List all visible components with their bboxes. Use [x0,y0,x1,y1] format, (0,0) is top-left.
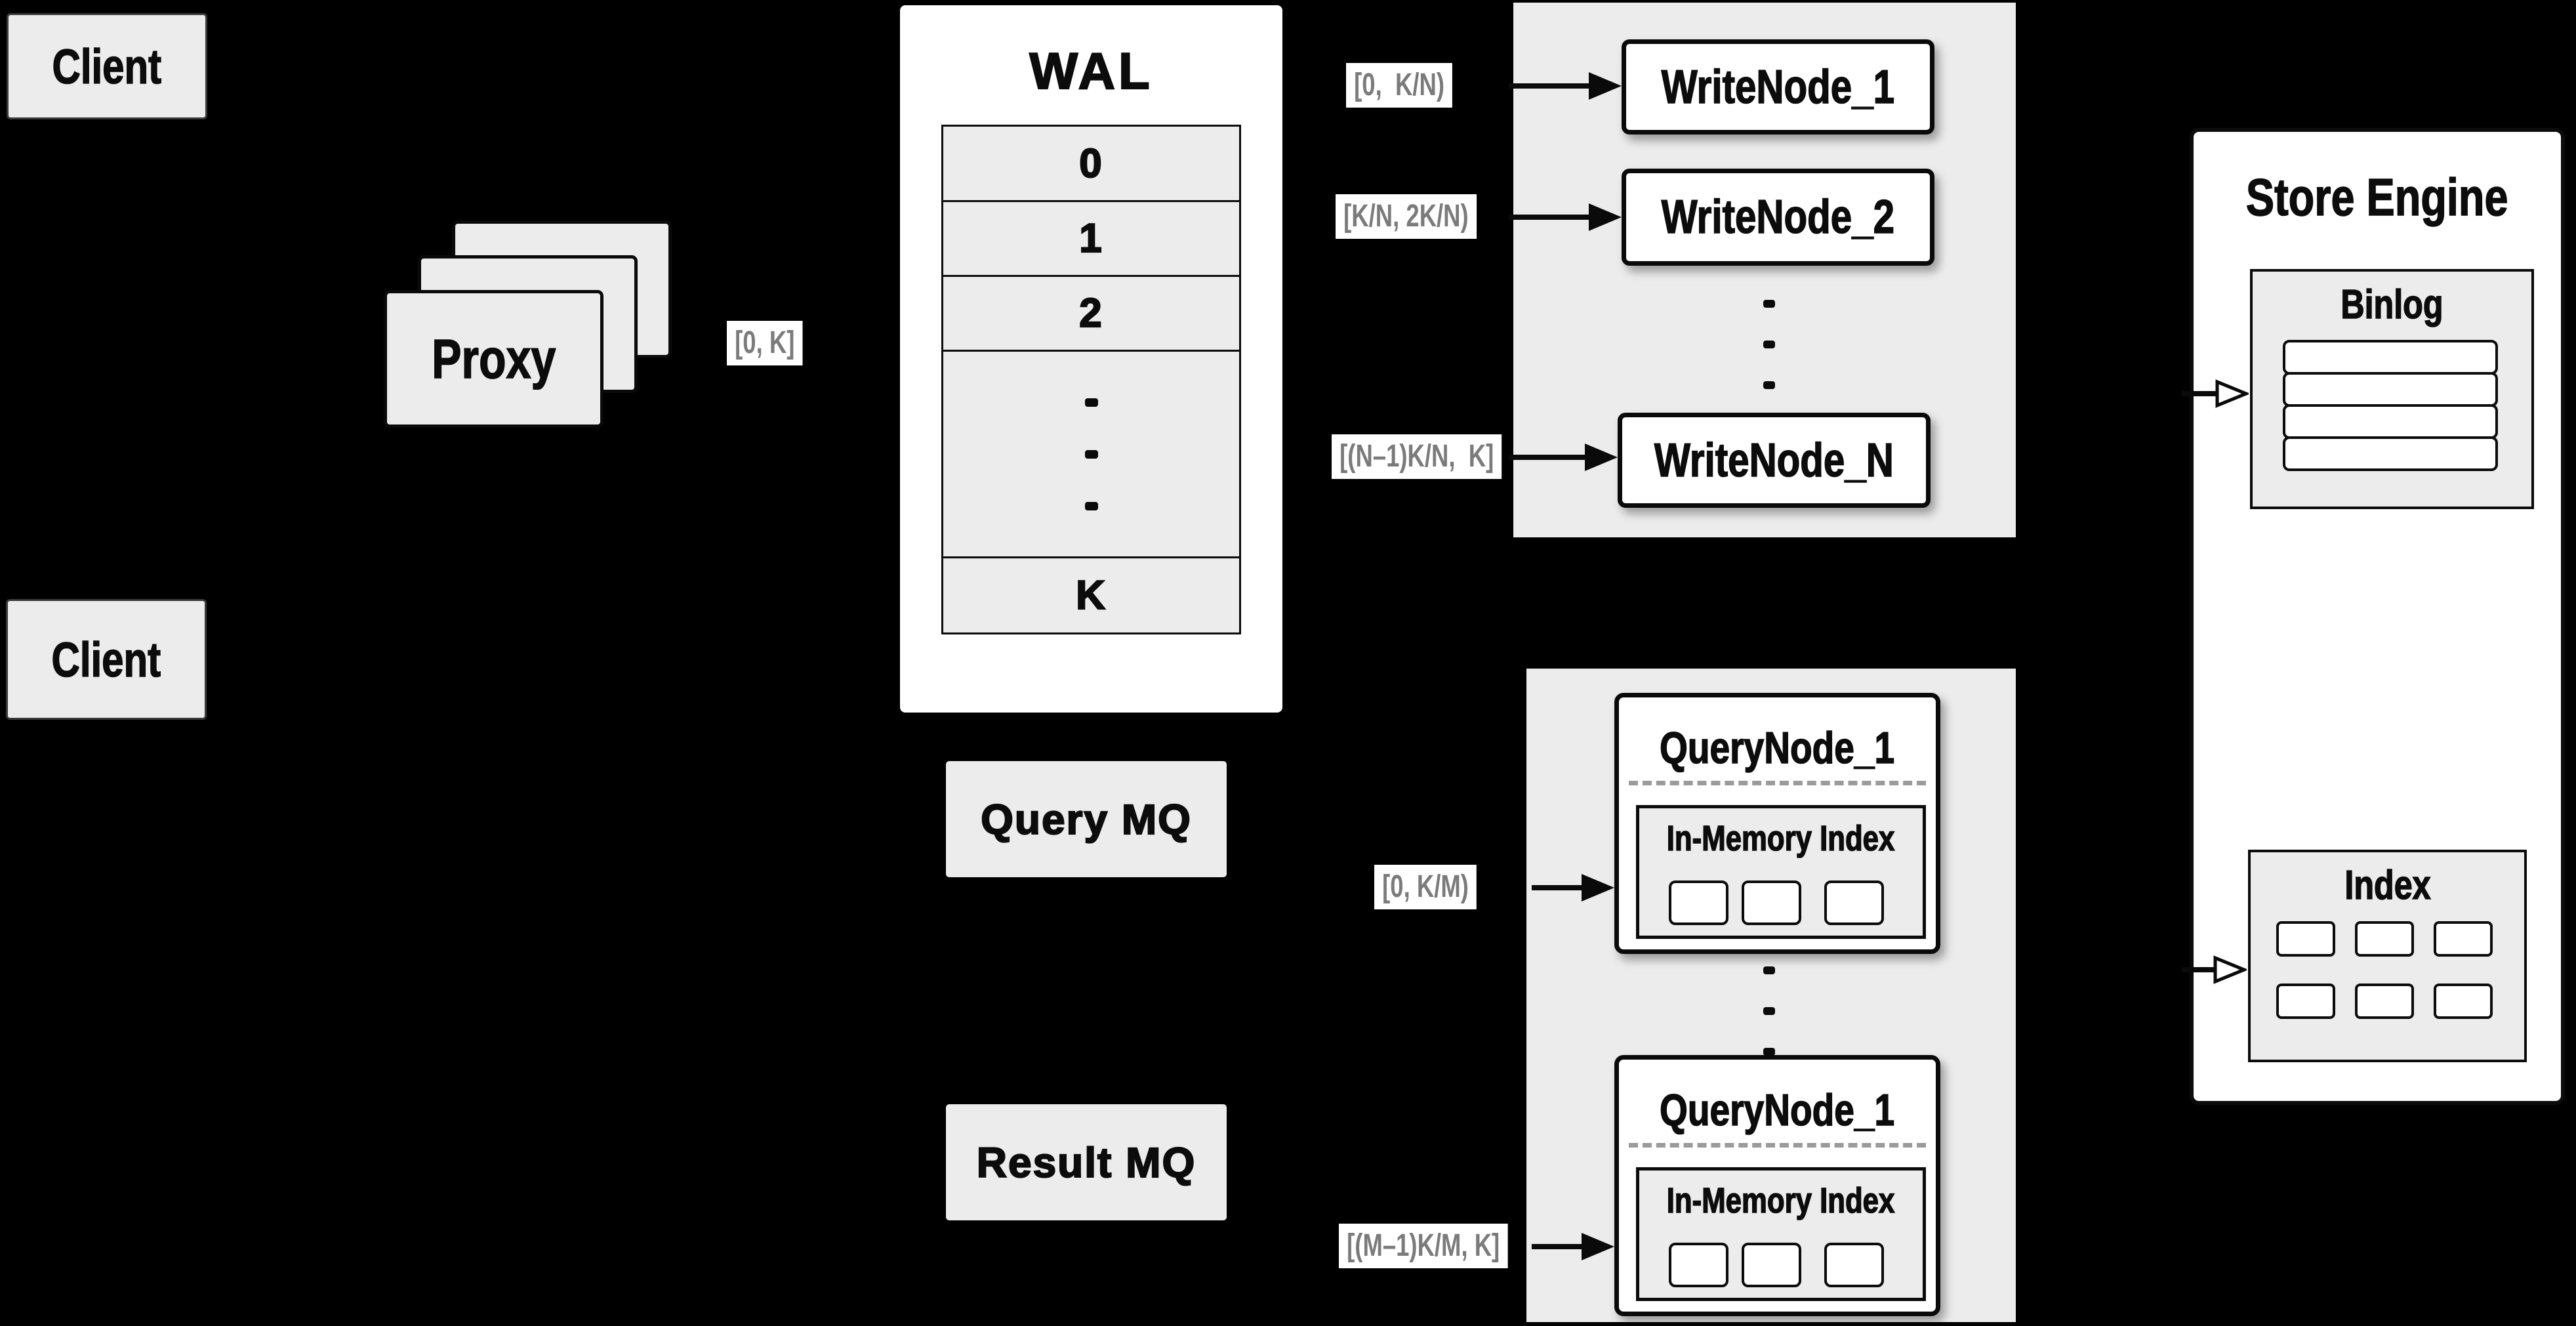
index-title: Index [2344,862,2431,909]
client-bottom-label: Client [51,632,161,688]
index-cell-icon [2434,984,2493,1019]
index-cell-icon [2355,921,2414,957]
range-label-write-n: [(N–1)K/N, K] [1332,434,1502,479]
index-cells [2276,921,2493,1019]
proxy-box: Proxy [384,290,603,428]
wal-ellipsis-dots [1084,377,1098,532]
wal-title: WAL [1029,41,1153,100]
index-cell-icon [2434,921,2493,957]
write-nodes-ellipsis-dots [1763,283,1775,405]
segment-cell-icon [1669,1243,1728,1287]
range-label-proxy: [0, K] [727,321,803,365]
index-cell-icon [2355,984,2414,1019]
store-engine-title: Store Engine [2246,167,2509,227]
arrow-to-query-node-m-icon [1532,1233,1614,1260]
query-node-m-box: QueryNode_1 In-Memory Index [1614,1055,1940,1316]
index-box: Index [2248,850,2527,1062]
arrow-to-write-node-2-icon [1509,203,1622,231]
query-mq-box: Query MQ [946,761,1227,877]
segment-cell-icon [1669,881,1728,925]
range-label-query-m: [(M–1)K/M, K] [1339,1224,1508,1268]
binlog-row-icon [2283,436,2498,471]
in-memory-index-1-box: In-Memory Index [1636,805,1926,939]
wal-table: 0 1 2 K [941,125,1241,634]
range-label-write-1: [0, K/N) [1346,63,1453,108]
wal-row-2: 2 [943,275,1239,350]
in-memory-index-1-title: In-Memory Index [1667,818,1896,859]
wal-row-k: K [943,556,1239,632]
segment-cell-icon [1742,1243,1801,1287]
range-label-query-1: [0, K/M) [1374,865,1477,909]
segment-cell-icon [1824,1243,1884,1287]
wal-row-1: 1 [943,200,1239,275]
client-box-top: Client [7,13,207,119]
binlog-box: Binlog [2250,269,2534,509]
arrow-to-write-node-n-icon [1509,444,1618,471]
proxy-label: Proxy [431,327,556,390]
range-label-write-2: [K/N, 2K/N) [1336,194,1477,239]
write-node-1-box: WriteNode_1 [1622,39,1934,135]
write-node-n-box: WriteNode_N [1618,413,1931,508]
write-node-2-label: WriteNode_2 [1661,190,1895,244]
open-arrow-to-binlog-icon [2182,379,2249,408]
query-node-1-box: QueryNode_1 In-Memory Index [1614,693,1940,954]
arrow-to-write-node-1-icon [1509,72,1622,100]
query-node-m-divider [1629,1143,1926,1148]
binlog-row-icon [2283,340,2498,375]
result-mq-box: Result MQ [946,1104,1227,1220]
query-node-1-divider [1629,781,1926,785]
client-box-bottom: Client [6,599,207,720]
segment-cell-icon [1824,881,1884,925]
write-node-1-label: WriteNode_1 [1661,60,1895,114]
wal-row-0: 0 [943,127,1239,200]
wal-row-ellipsis [943,350,1239,556]
binlog-rows [2283,340,2498,471]
in-memory-index-2-box: In-Memory Index [1636,1167,1926,1301]
wal-container: WAL 0 1 2 K [900,5,1282,713]
client-top-label: Client [52,39,162,94]
segment-cell-icon [1742,881,1801,925]
query-node-1-title: QueryNode_1 [1660,722,1895,774]
binlog-title: Binlog [2341,281,2443,328]
write-node-n-label: WriteNode_N [1654,434,1894,487]
in-memory-index-2-title: In-Memory Index [1667,1180,1896,1221]
arrow-to-query-node-1-icon [1532,874,1614,901]
open-arrow-to-index-icon [2182,955,2247,984]
query-node-m-title: QueryNode_1 [1660,1085,1895,1136]
query-mq-label: Query MQ [980,795,1192,843]
result-mq-label: Result MQ [976,1138,1196,1186]
index-cell-icon [2276,984,2335,1019]
binlog-row-icon [2283,372,2498,407]
write-node-2-box: WriteNode_2 [1622,169,1934,266]
index-cell-icon [2276,921,2335,957]
store-engine-box: Store Engine Binlog Index [2190,128,2565,1105]
query-nodes-ellipsis-dots [1763,950,1775,1072]
binlog-row-icon [2283,404,2498,439]
